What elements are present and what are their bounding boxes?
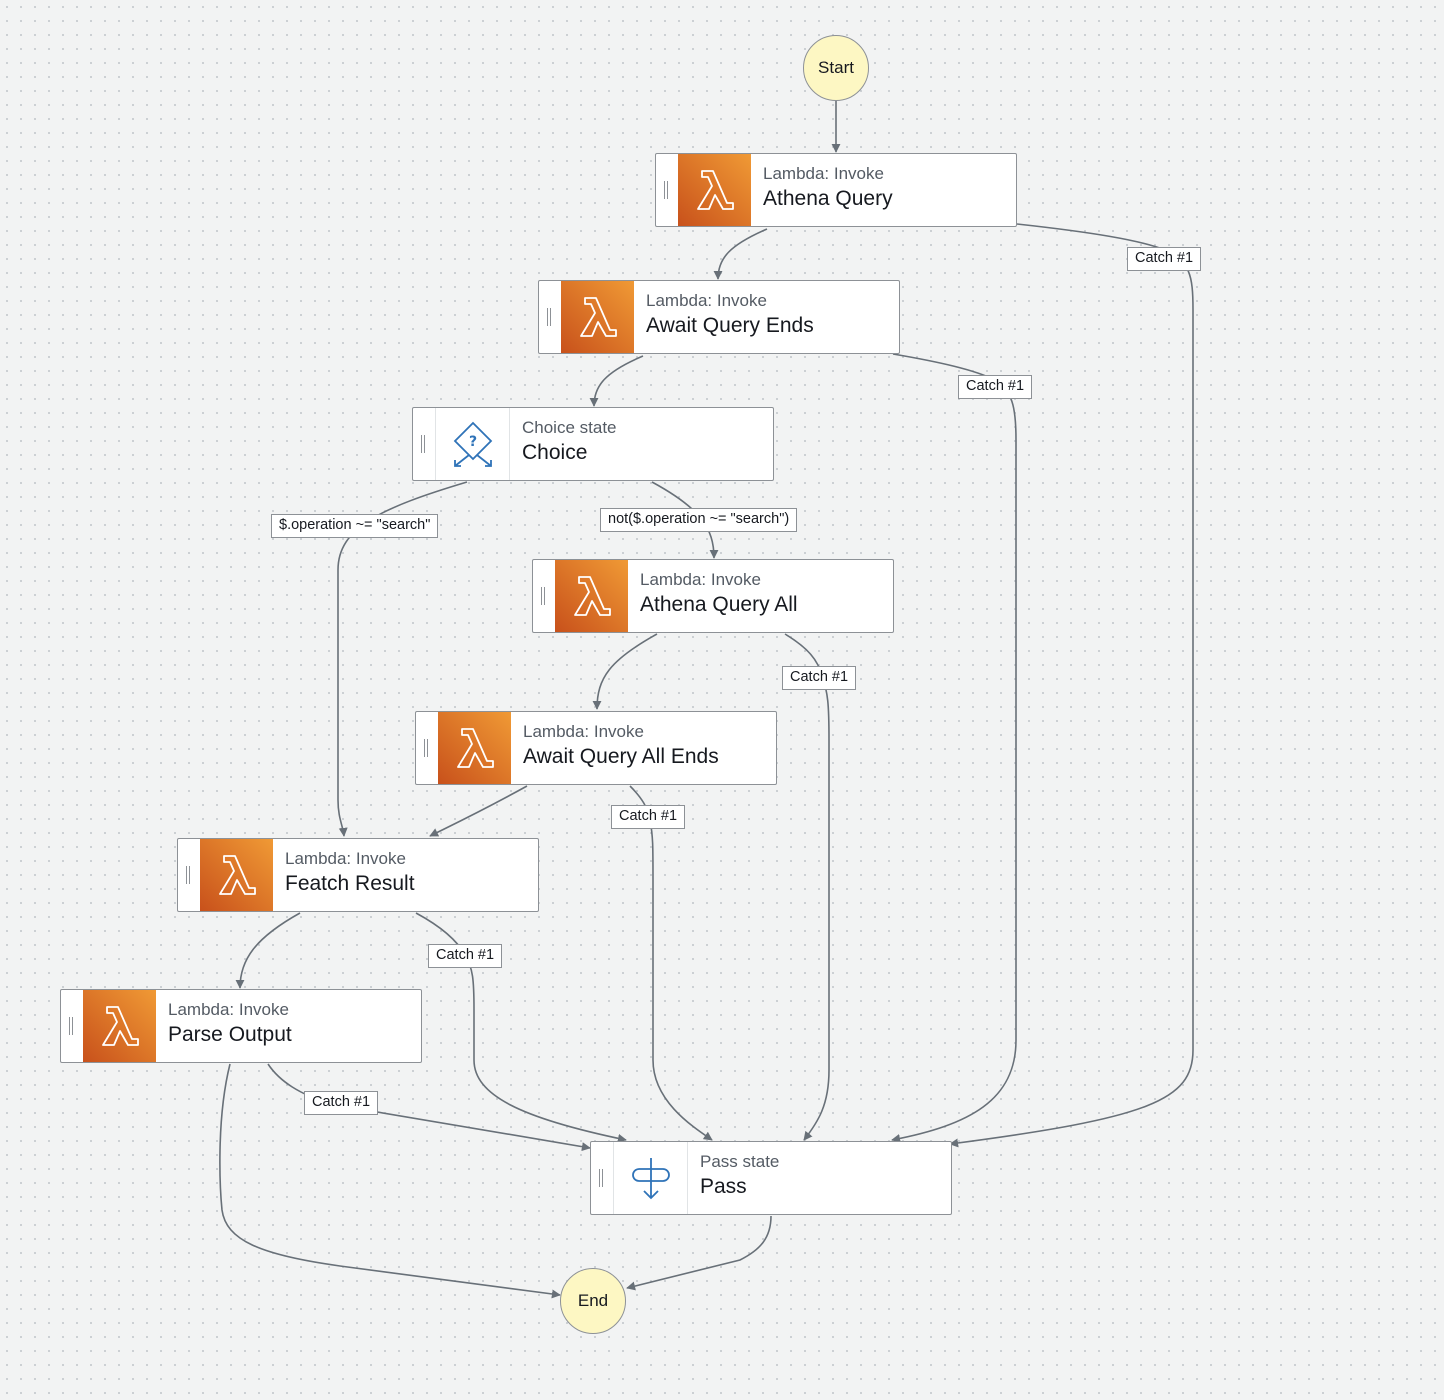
edge-pass-end — [626, 1215, 772, 1291]
state-name: Pass — [700, 1175, 747, 1198]
edge-athena-query-all-catch-pass — [784, 633, 830, 1141]
drag-handle[interactable] — [656, 154, 678, 226]
edge-label-catch-parse-output[interactable]: Catch #1 — [304, 1091, 379, 1115]
state-type: Lambda: Invoke — [640, 570, 761, 589]
state-choice[interactable]: ? Choice state Choice — [412, 407, 774, 481]
state-athena-query-all[interactable]: Lambda: Invoke Athena Query All — [532, 559, 894, 633]
state-type: Lambda: Invoke — [285, 849, 406, 868]
state-name: Await Query Ends — [646, 314, 814, 337]
state-name: Featch Result — [285, 872, 415, 895]
state-type: Choice state — [522, 418, 617, 437]
state-parse-output[interactable]: Lambda: Invoke Parse Output — [60, 989, 422, 1063]
state-pass[interactable]: Pass state Pass — [590, 1141, 952, 1215]
edge-await-query-all-ends-featch-result — [429, 785, 528, 837]
drag-handle[interactable] — [416, 712, 438, 784]
state-name: Choice — [522, 441, 588, 464]
edge-label-catch-await-query-ends[interactable]: Catch #1 — [958, 375, 1033, 399]
drag-handle[interactable] — [61, 990, 83, 1062]
edge-featch-result-catch-pass — [415, 912, 627, 1143]
edge-athena-query-catch-pass — [949, 223, 1194, 1148]
lambda-icon — [83, 990, 156, 1062]
edge-label-catch-await-query-all-ends[interactable]: Catch #1 — [611, 805, 686, 829]
pass-icon — [613, 1142, 688, 1214]
state-name: Parse Output — [168, 1023, 292, 1046]
state-name: Await Query All Ends — [523, 745, 719, 768]
state-featch-result[interactable]: Lambda: Invoke Featch Result — [177, 838, 539, 912]
edge-featch-result-parse-output — [235, 912, 301, 989]
edge-label-catch-featch-result[interactable]: Catch #1 — [428, 944, 503, 968]
edge-parse-output-end — [219, 1063, 561, 1299]
edge-athena-query-await-query-ends — [713, 228, 768, 280]
state-await-query-all-ends[interactable]: Lambda: Invoke Await Query All Ends — [415, 711, 777, 785]
start-node[interactable]: Start — [803, 35, 869, 101]
edge-label-catch-athena-query-all[interactable]: Catch #1 — [782, 666, 857, 690]
state-type: Lambda: Invoke — [523, 722, 644, 741]
state-name: Athena Query All — [640, 593, 798, 616]
svg-text:?: ? — [468, 434, 476, 450]
edge-await-query-all-ends-catch-pass — [629, 785, 713, 1141]
state-type: Pass state — [700, 1152, 780, 1171]
lambda-icon — [200, 839, 273, 911]
drag-handle[interactable] — [539, 281, 561, 353]
edge-await-query-ends-choice — [589, 355, 644, 407]
lambda-icon — [555, 560, 628, 632]
drag-handle[interactable] — [413, 408, 435, 480]
state-athena-query[interactable]: Lambda: Invoke Athena Query — [655, 153, 1017, 227]
state-type: Lambda: Invoke — [646, 291, 767, 310]
state-type: Lambda: Invoke — [168, 1000, 289, 1019]
drag-handle[interactable] — [533, 560, 555, 632]
state-await-query-ends[interactable]: Lambda: Invoke Await Query Ends — [538, 280, 900, 354]
edge-label-choice-not-search[interactable]: not($.operation ~= "search") — [600, 508, 798, 532]
edge-await-query-ends-catch-pass — [891, 353, 1017, 1143]
edge-choice-featch-result — [337, 481, 468, 837]
lambda-icon — [561, 281, 634, 353]
drag-handle[interactable] — [591, 1142, 613, 1214]
lambda-icon — [678, 154, 751, 226]
edge-athena-query-all-await-query-all-ends — [592, 633, 658, 710]
state-type: Lambda: Invoke — [763, 164, 884, 183]
drag-handle[interactable] — [178, 839, 200, 911]
end-node[interactable]: End — [560, 1268, 626, 1334]
choice-icon: ? — [435, 408, 510, 480]
edge-label-catch-athena-query[interactable]: Catch #1 — [1127, 247, 1202, 271]
state-name: Athena Query — [763, 187, 893, 210]
edge-label-choice-search[interactable]: $.operation ~= "search" — [271, 514, 439, 538]
lambda-icon — [438, 712, 511, 784]
